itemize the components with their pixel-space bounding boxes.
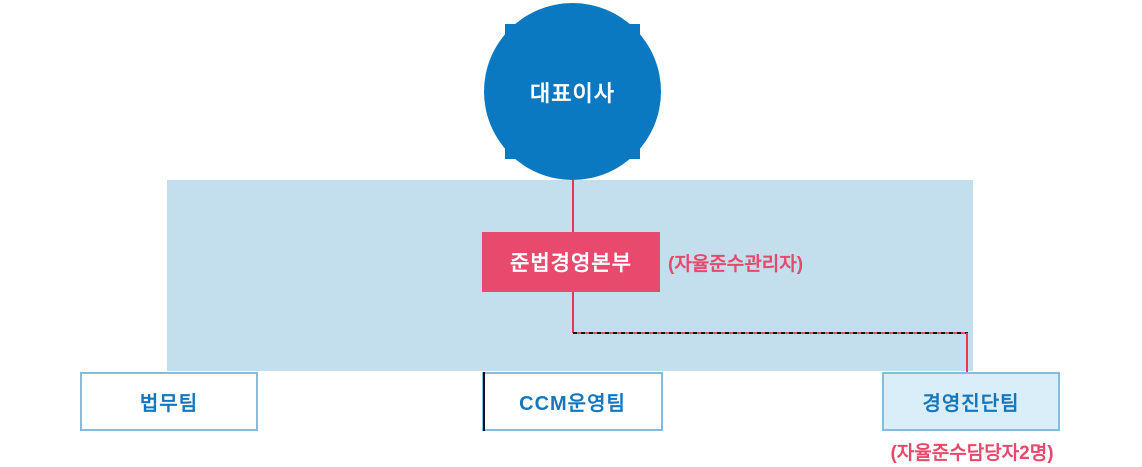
team-label-audit: 경영진단팀 [922,393,1020,415]
compliance-manager-annotation: (자율준수관리자) [668,253,804,275]
compliance-division-label: 준법경영본부 [510,252,632,275]
ccm-box-dark-left-edge [483,372,485,431]
connector-line-hq-down [572,292,574,333]
team-box-ccm: CCM운영팀 [482,372,663,431]
ceo-label: 대표이사 [530,80,615,106]
connector-dashed-line [573,332,968,334]
team-box-audit: 경영진단팀 [882,372,1060,431]
compliance-division-box: 준법경영본부 [482,232,660,292]
connector-line-to-audit-team [966,333,968,373]
connector-line-ceo-to-hq [572,180,574,232]
audit-team-annotation: (자율준수담당자2명) [890,443,1054,464]
team-box-legal: 법무팀 [80,372,258,431]
ceo-node-circle: 대표이사 [484,3,661,180]
team-label-ccm: CCM운영팀 [519,393,626,415]
team-label-legal: 법무팀 [139,393,199,415]
